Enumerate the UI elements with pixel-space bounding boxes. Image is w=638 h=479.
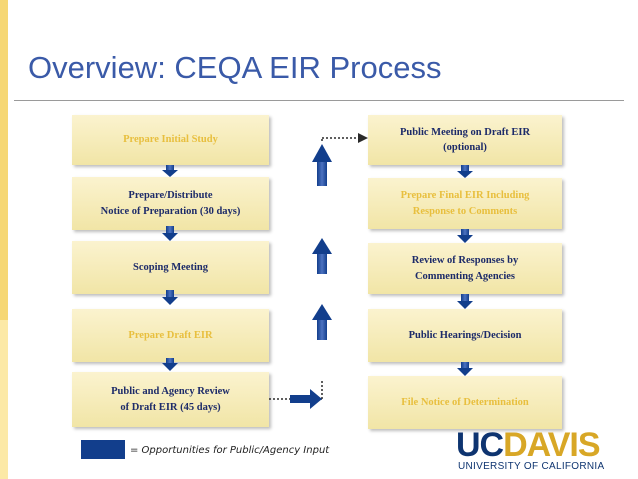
up-arrow-icon xyxy=(312,304,332,340)
step-prepare-final-eir: Prepare Final EIR Including Response to … xyxy=(368,178,562,229)
step-line: Prepare Final EIR Including xyxy=(400,190,530,202)
step-review-of-responses: Review of Responses by Commenting Agenci… xyxy=(368,243,562,294)
slide-title: Overview: CEQA EIR Process xyxy=(28,50,442,85)
step-line: (optional) xyxy=(443,142,487,153)
down-arrow-icon xyxy=(457,229,473,243)
down-arrow-icon xyxy=(457,362,473,376)
up-arrow-icon xyxy=(312,238,332,274)
logo-uc: UC xyxy=(456,426,504,464)
title-divider xyxy=(14,100,624,101)
step-file-notice-of-determination: File Notice of Determination xyxy=(368,376,562,429)
step-line: Response to Comments xyxy=(412,205,518,217)
step-line: of Draft EIR (45 days) xyxy=(120,401,221,413)
down-arrow-icon xyxy=(457,294,473,309)
left-accent-stripe xyxy=(0,0,8,320)
step-text: Review of Responses by Commenting Agenci… xyxy=(412,253,518,283)
legend-text: = Opportunities for Public/Agency Input xyxy=(130,445,330,456)
logo-subtitle: UNIVERSITY OF CALIFORNIA xyxy=(458,461,605,472)
step-line: Prepare Initial Study xyxy=(123,134,218,146)
uc-davis-logo: UCDAVIS UNIVERSITY OF CALIFORNIA xyxy=(456,428,608,473)
step-line: Public and Agency Review xyxy=(111,386,230,398)
step-text: Scoping Meeting xyxy=(133,260,208,275)
down-arrow-icon xyxy=(457,165,473,178)
step-text: Public and Agency Review of Draft EIR (4… xyxy=(111,384,230,414)
down-arrow-icon xyxy=(162,226,178,241)
step-text: Prepare Final EIR Including Response to … xyxy=(401,188,530,218)
step-text: Prepare Initial Study xyxy=(123,132,218,147)
left-accent-bar xyxy=(0,0,8,479)
step-scoping-meeting: Scoping Meeting xyxy=(72,241,269,294)
step-line: Scoping Meeting xyxy=(133,261,208,273)
step-line: File Notice of Determination xyxy=(401,396,529,408)
right-arrow-icon xyxy=(358,133,368,143)
legend-swatch xyxy=(81,440,125,459)
down-arrow-icon xyxy=(162,290,178,305)
step-line: Notice of Preparation (30 days) xyxy=(100,205,241,217)
step-text: Public Hearings/Decision xyxy=(409,328,522,343)
step-prepare-distribute-nop: Prepare/Distribute Notice of Preparation… xyxy=(72,177,269,230)
step-line: Review of Responses by xyxy=(411,255,519,267)
logo-davis: DAVIS xyxy=(503,426,600,464)
step-text: Prepare Draft EIR xyxy=(128,328,212,343)
step-prepare-initial-study: Prepare Initial Study xyxy=(72,115,269,165)
step-text: Public Meeting on Draft EIR (optional) xyxy=(400,125,530,155)
down-arrow-icon xyxy=(162,165,178,177)
step-public-meeting-draft-eir: Public Meeting on Draft EIR (optional) xyxy=(368,115,562,165)
logo-wordmark: UCDAVIS xyxy=(456,426,601,464)
step-line: Public Meeting on Draft EIR xyxy=(399,126,531,138)
step-line: Commenting Agencies xyxy=(414,270,516,282)
up-arrow-icon xyxy=(312,144,332,186)
step-text: File Notice of Determination xyxy=(401,395,528,410)
step-public-hearings-decision: Public Hearings/Decision xyxy=(368,309,562,362)
down-arrow-icon xyxy=(162,358,178,371)
right-arrow-icon xyxy=(290,389,322,409)
step-line: Prepare Draft EIR xyxy=(128,329,213,341)
step-text: Prepare/Distribute Notice of Preparation… xyxy=(101,188,241,218)
step-prepare-draft-eir: Prepare Draft EIR xyxy=(72,309,269,362)
step-line: Prepare/Distribute xyxy=(128,190,213,202)
step-line: Public Hearings/Decision xyxy=(408,329,522,341)
step-public-agency-review: Public and Agency Review of Draft EIR (4… xyxy=(72,372,269,427)
